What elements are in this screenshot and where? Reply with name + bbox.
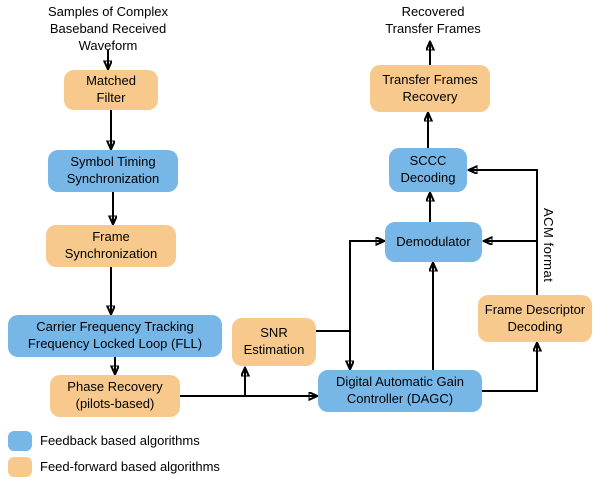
frame-sync-box: Frame Synchronization bbox=[46, 225, 176, 267]
feedback-legend-swatch bbox=[8, 431, 32, 451]
dagc-box: Digital Automatic Gain Controller (DAGC) bbox=[318, 370, 482, 412]
carrier-fll-box: Carrier Frequency Tracking Frequency Loc… bbox=[8, 315, 222, 357]
acm-format-label: ACM format bbox=[541, 208, 556, 283]
matched-filter-box: Matched Filter bbox=[64, 70, 158, 110]
recovered-frames-label: Recovered Transfer Frames bbox=[385, 4, 481, 36]
demodulator-box: Demodulator bbox=[385, 222, 482, 262]
arrow-snr-to-demodulator bbox=[349, 241, 384, 331]
phase-recovery-box: Phase Recovery (pilots-based) bbox=[50, 375, 180, 417]
feedforward-legend-label: Feed-forward based algorithms bbox=[40, 459, 220, 474]
arrow-dagc-to-frame-descriptor bbox=[482, 343, 537, 392]
frame-descriptor-decoding-box: Frame Descriptor Decoding bbox=[478, 295, 592, 342]
feedback-legend-label: Feedback based algorithms bbox=[40, 433, 200, 448]
feedforward-legend-swatch bbox=[8, 457, 32, 477]
symbol-timing-sync-box: Symbol Timing Synchronization bbox=[48, 150, 178, 192]
snr-estimation-box: SNR Estimation bbox=[232, 318, 316, 366]
transfer-frames-recovery-box: Transfer Frames Recovery bbox=[370, 65, 490, 112]
sccc-decoding-box: SCCC Decoding bbox=[389, 148, 467, 192]
input-samples-label: Samples of Complex Baseband Received Wav… bbox=[48, 4, 168, 53]
